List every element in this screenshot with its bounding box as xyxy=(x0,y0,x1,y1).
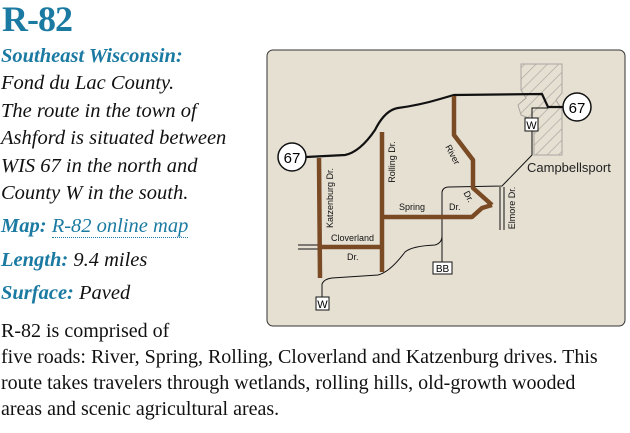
river-dr-label: Dr. xyxy=(462,189,476,204)
length-row: Length: 9.4 miles xyxy=(1,247,263,274)
svg-text:BB: BB xyxy=(436,264,450,275)
svg-text:67: 67 xyxy=(569,100,586,117)
county-w-south-shield: W xyxy=(315,296,330,311)
region-line: County W in the south. xyxy=(1,182,189,205)
hwy-67-east-shield: 67 xyxy=(562,92,592,122)
elmore-label: Elmore Dr. xyxy=(507,187,517,230)
katzenburg-label: Katzenburg Dr. xyxy=(325,168,335,228)
region-line: Ashford is situated between xyxy=(1,127,227,150)
town-label: Campbellsport xyxy=(527,160,611,175)
description-rest: five roads: River, Spring, Rolling, Clov… xyxy=(1,346,598,420)
county-road-w-bb xyxy=(321,107,548,297)
spring-label: Spring xyxy=(399,202,425,212)
route-map: 67 67 W W BB Campbellsport Katzenburg Dr… xyxy=(266,49,626,327)
elmore-dr-road xyxy=(499,187,505,230)
surface-label: Surface: xyxy=(1,282,74,305)
region-line: WIS 67 in the north and xyxy=(1,154,198,177)
description: R-82 is comprised of five roads: River, S… xyxy=(1,318,621,422)
cloverland-dr-label: Dr. xyxy=(347,252,359,262)
route-info: Southeast Wisconsin: Fond du Lac County.… xyxy=(1,43,263,308)
surface-row: Surface: Paved xyxy=(1,280,263,307)
map-label: Map: xyxy=(1,215,47,238)
highway-67 xyxy=(305,92,563,159)
region-line: The route in the town of xyxy=(1,99,197,122)
river-dr-route xyxy=(451,96,494,207)
surface-value: Paved xyxy=(79,282,131,305)
svg-text:W: W xyxy=(526,120,537,132)
length-label: Length: xyxy=(1,248,69,271)
cloverland-label: Cloverland xyxy=(331,233,374,243)
spring-dr-route xyxy=(382,202,493,220)
svg-text:W: W xyxy=(317,299,328,311)
county-bb-shield: BB xyxy=(432,261,453,275)
page-title: R-82 xyxy=(2,0,73,39)
katzenburg-dr-route xyxy=(316,157,323,279)
description-line1: R-82 is comprised of xyxy=(1,320,170,342)
cloverland-stub xyxy=(298,244,319,250)
svg-text:67: 67 xyxy=(284,150,301,167)
hwy-67-west-shield: 67 xyxy=(277,142,307,172)
length-value: 9.4 miles xyxy=(73,248,148,271)
town-area xyxy=(517,63,563,156)
spring-dr-label: Dr. xyxy=(449,202,461,212)
online-map-link[interactable]: R-82 online map xyxy=(51,215,189,239)
region-line: Fond du Lac County. xyxy=(1,72,175,95)
rolling-label: Rolling Dr. xyxy=(387,141,397,183)
county-w-north-shield: W xyxy=(524,117,539,132)
map-row: Map: R-82 online map xyxy=(1,213,263,240)
region-heading: Southeast Wisconsin: xyxy=(1,45,183,67)
